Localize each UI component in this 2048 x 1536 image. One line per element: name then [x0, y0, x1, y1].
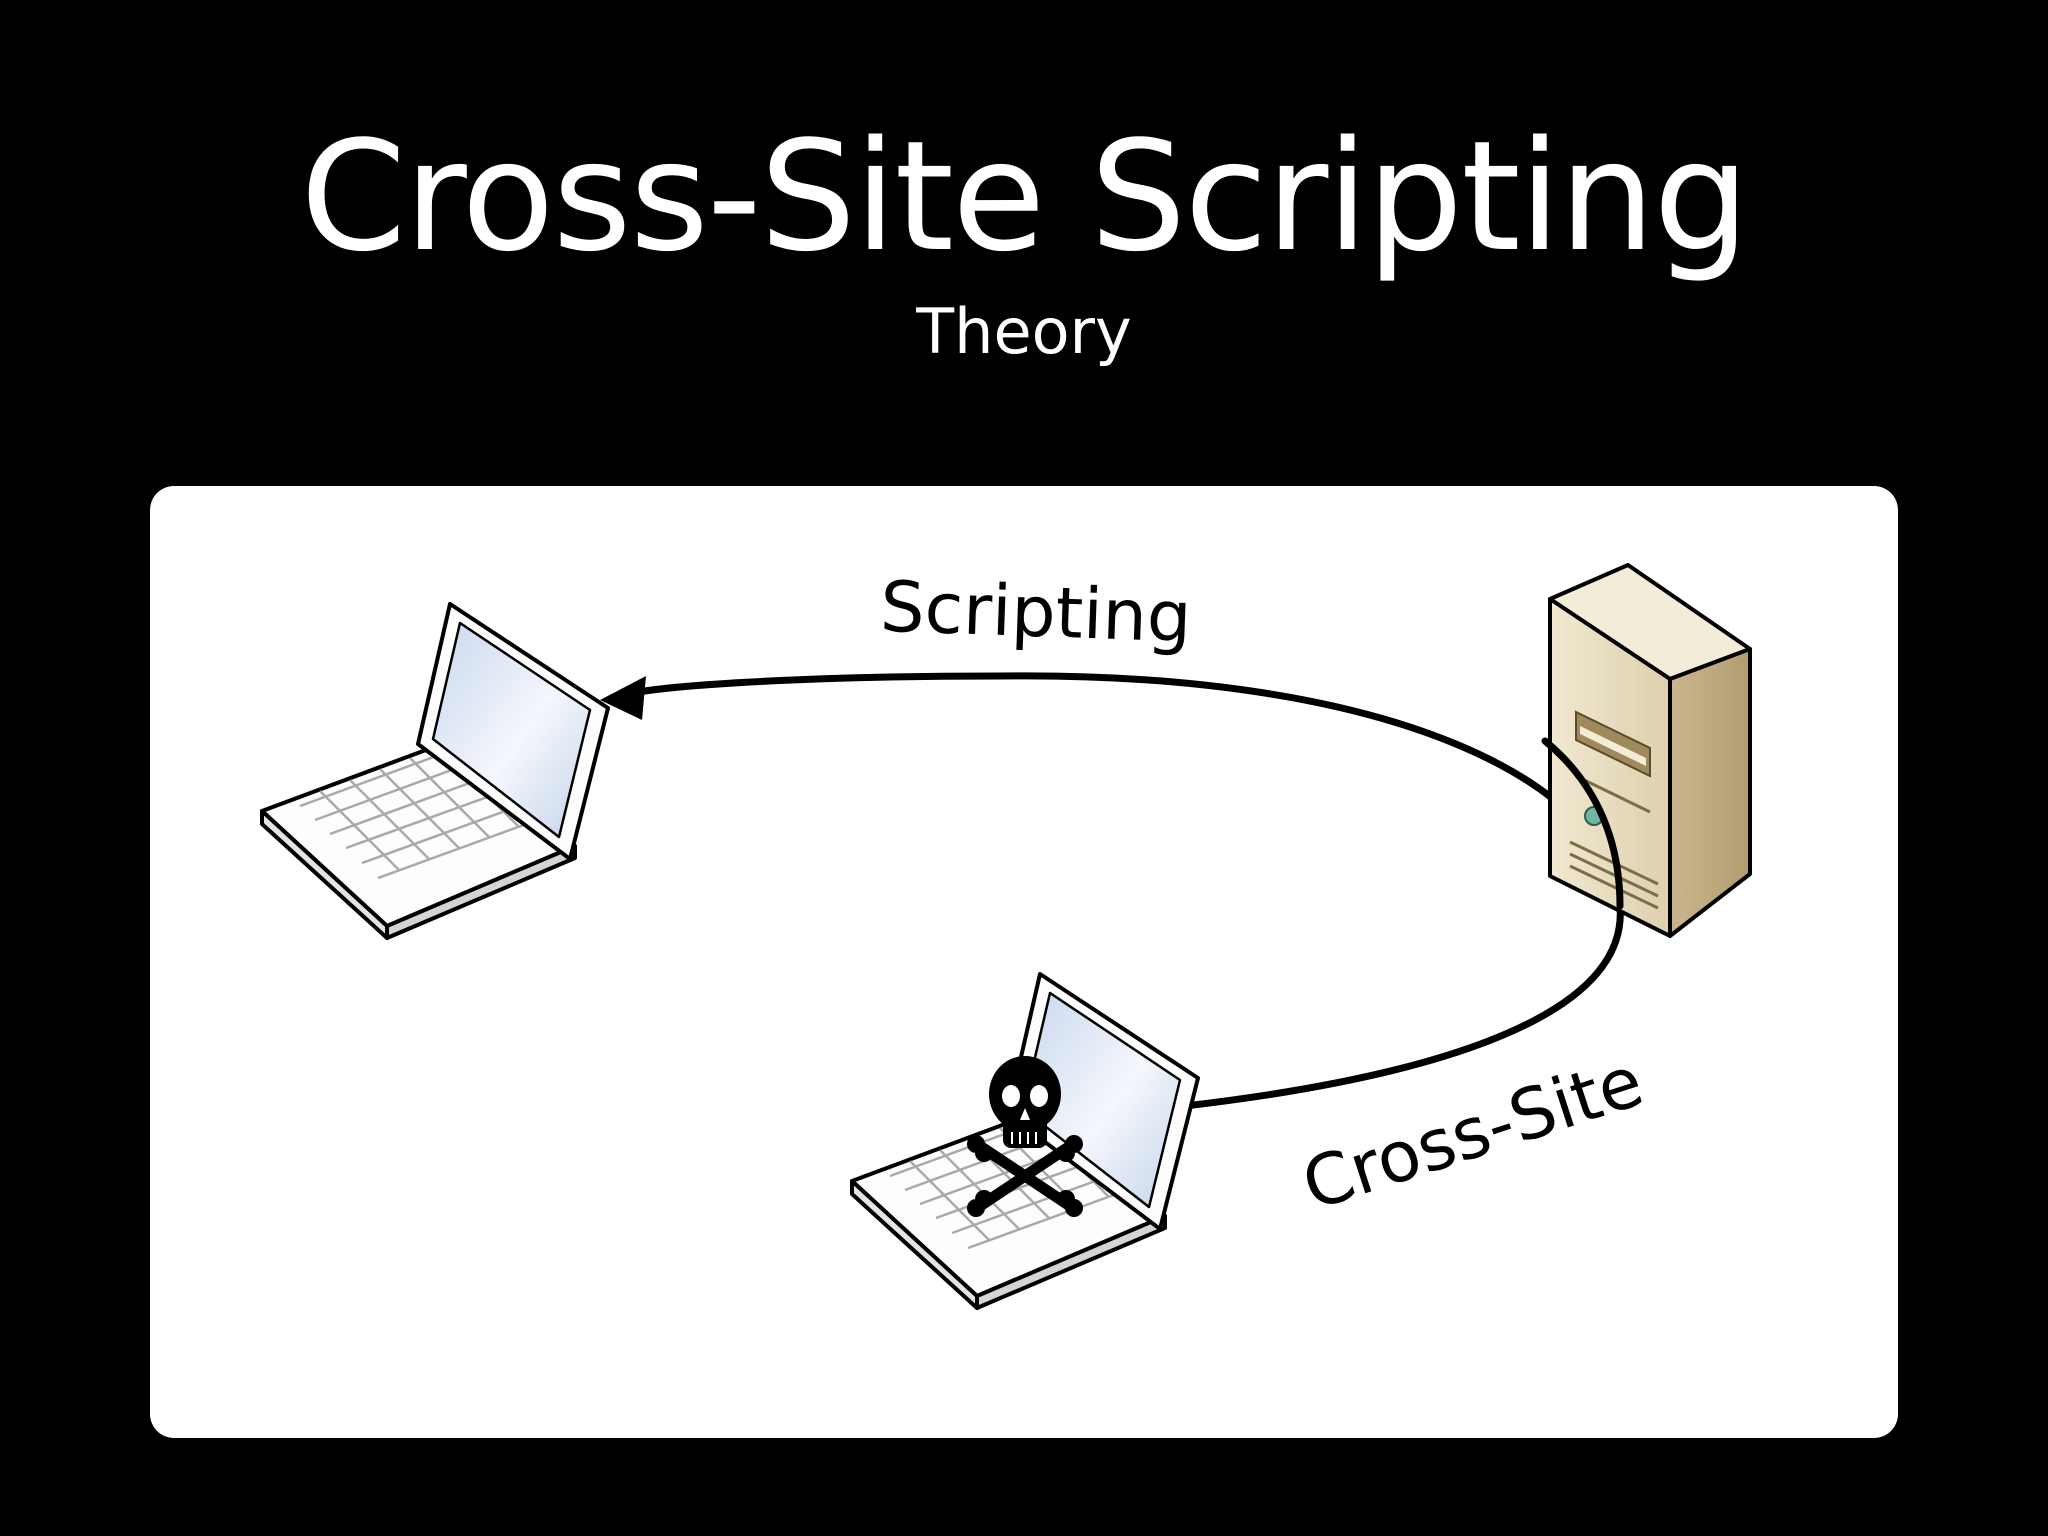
attack-flow-arrow-front — [1541, 737, 1624, 910]
slide-title: Cross-Site Scripting — [300, 108, 1750, 285]
attacker-laptop-icon — [850, 972, 1200, 1310]
slide-subtitle: Theory — [916, 295, 1132, 368]
server-icon — [1548, 563, 1752, 938]
xss-diagram: Scripting Cross-Site — [260, 563, 1752, 1310]
arrow-head-icon — [600, 676, 646, 720]
scripting-label: Scripting — [879, 566, 1193, 659]
cross-site-label: Cross-Site — [1293, 1040, 1653, 1227]
diagram-panel: Scripting Cross-Site — [150, 486, 1898, 1438]
skull-crossbones-icon — [967, 1056, 1083, 1217]
attack-flow-arrow — [616, 672, 1624, 1110]
laptop-icon — [260, 602, 610, 940]
